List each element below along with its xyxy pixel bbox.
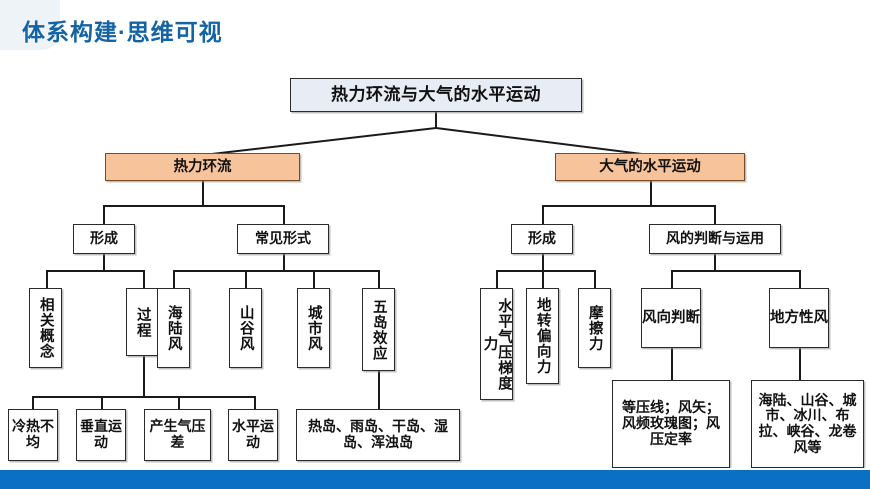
connector-to-winddir	[671, 270, 673, 288]
connector-common-bus	[173, 270, 379, 272]
connector-branch2-stub	[650, 181, 652, 205]
connector-to-localwind	[799, 270, 801, 288]
node-wind-direction-judgement[interactable]: 风向判断	[641, 288, 701, 348]
connector-to-fiveisland	[378, 270, 380, 288]
connector-winddir-drop	[671, 348, 673, 380]
connector-windjudge-bus	[671, 270, 800, 272]
leaf-island-effects[interactable]: 热岛、雨岛、干岛、湿岛、浑浊岛	[296, 409, 460, 461]
connector-to-form1	[103, 205, 105, 224]
leaf-isobar-methods[interactable]: 等压线；风矢；风频玫瑰图；风压定率	[612, 380, 730, 468]
node-pressure-gradient-force[interactable]: 水平气压梯度力	[480, 288, 513, 400]
node-friction-force[interactable]: 摩擦力	[578, 288, 611, 368]
bottom-blue-band	[0, 470, 870, 489]
connector-to-pressurediff	[178, 396, 180, 409]
connector-branch2-bus	[542, 205, 716, 207]
node-wind-judgement[interactable]: 风的判断与运用	[649, 224, 781, 254]
connector-to-coldhot	[32, 396, 34, 409]
connector-form1-stub	[103, 254, 105, 270]
connector-to-sealand	[173, 270, 175, 288]
connector-to-form2	[542, 205, 544, 224]
node-root[interactable]: 热力环流与大气的水平运动	[290, 78, 582, 112]
leaf-uneven-heating[interactable]: 冷热不均	[8, 409, 58, 461]
node-sea-land-breeze[interactable]: 海陆风	[157, 288, 190, 368]
node-related-concepts[interactable]: 相关概念	[29, 288, 62, 368]
connector-form2-stub	[542, 254, 544, 270]
node-mountain-valley-breeze[interactable]: 山谷风	[229, 288, 262, 368]
leaf-horizontal-motion[interactable]: 水平运动	[228, 409, 278, 461]
leaf-local-wind-types[interactable]: 海陆、山谷、城市、冰川、布拉、峡谷、龙卷风等	[751, 380, 864, 468]
connector-to-vertical	[101, 396, 103, 409]
connector-to-city	[313, 270, 315, 288]
connector-to-common	[283, 205, 285, 224]
node-process[interactable]: 过程	[126, 288, 159, 356]
leaf-pressure-difference[interactable]: 产生气压差	[144, 409, 211, 461]
connector-form2-bus	[496, 270, 595, 272]
node-city-breeze[interactable]: 城市风	[297, 288, 330, 368]
connector-to-friction	[594, 270, 596, 288]
connector-common-stub	[283, 254, 285, 270]
connector-to-concept	[46, 270, 48, 288]
connector-branch1-stub	[202, 181, 204, 205]
corner-decoration	[0, 0, 60, 50]
connector-to-coriolis	[542, 270, 544, 288]
connector-localwind-drop	[799, 348, 801, 380]
node-common-forms[interactable]: 常见形式	[237, 224, 329, 254]
node-five-island-effect[interactable]: 五岛效应	[362, 288, 395, 371]
node-coriolis-force[interactable]: 地转偏向力	[526, 288, 559, 384]
connector-windjudge-stub	[714, 254, 716, 270]
connector-branch1-bus	[103, 205, 285, 207]
node-formation-left[interactable]: 形成	[73, 224, 135, 254]
connector-process-stub	[143, 355, 145, 370]
connector-to-valley	[245, 270, 247, 288]
band-separator	[0, 468, 870, 470]
connector-form1-bus	[46, 270, 144, 272]
connector-to-horizontal	[254, 396, 256, 409]
node-formation-right[interactable]: 形成	[511, 224, 573, 254]
connector-to-pgf	[496, 270, 498, 288]
node-horizontal-motion[interactable]: 大气的水平运动	[555, 153, 745, 181]
connector-to-process	[143, 270, 145, 288]
page-title: 体系构建·思维可视	[22, 19, 223, 45]
connector-fiveisland-drop	[378, 371, 380, 409]
node-local-wind[interactable]: 地方性风	[769, 288, 829, 348]
connector-process-drop	[143, 370, 145, 396]
leaf-vertical-motion[interactable]: 垂直运动	[76, 409, 126, 461]
connector-to-windjudge	[714, 205, 716, 224]
connector-process-bus	[32, 396, 254, 398]
node-thermal-circulation[interactable]: 热力环流	[105, 153, 300, 181]
